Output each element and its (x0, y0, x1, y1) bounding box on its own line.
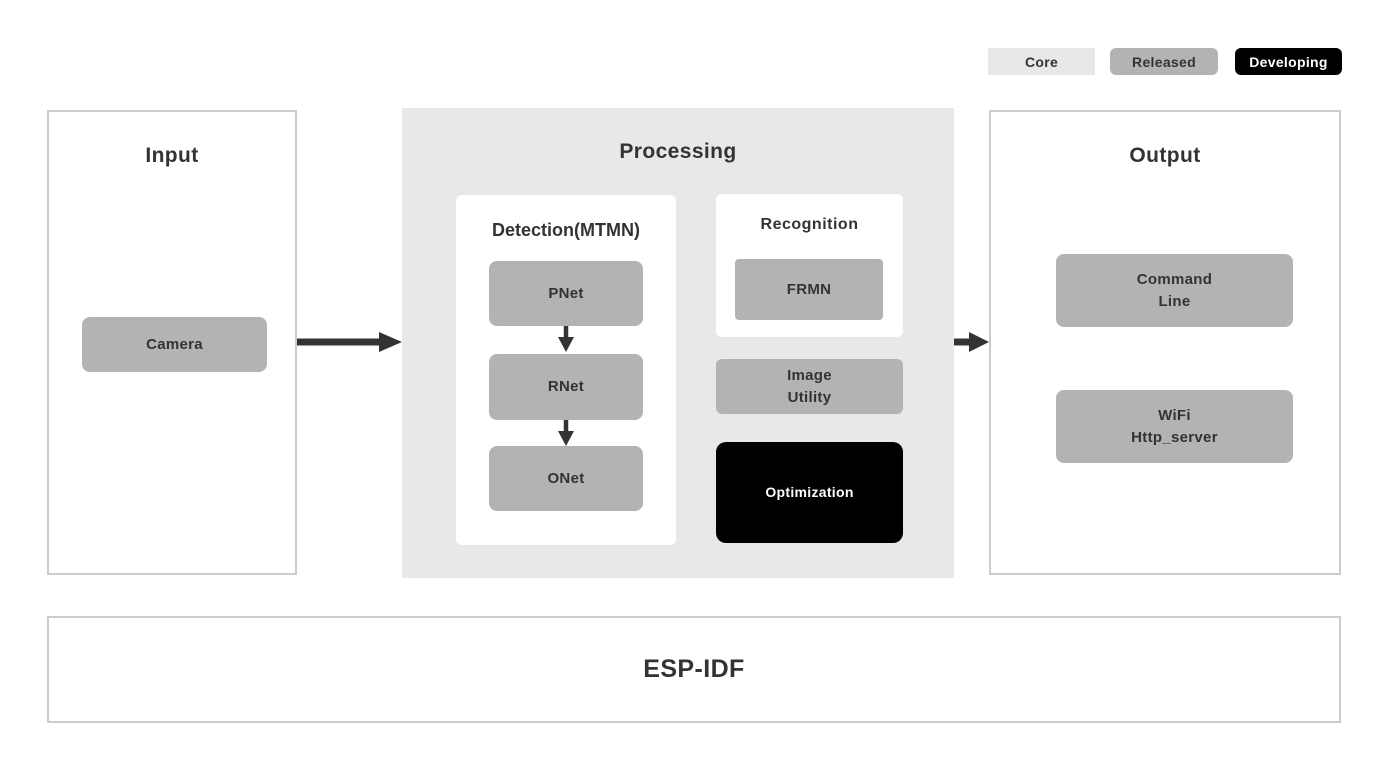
node-command-line: Command Line (1056, 254, 1293, 327)
node-image-utility-label: Image Utility (787, 366, 832, 406)
input-panel: Input Camera (47, 110, 297, 575)
arrow-pnet-to-rnet (558, 326, 574, 352)
node-frmn: FRMN (735, 259, 883, 320)
legend-developing-chip: Developing (1235, 48, 1342, 75)
node-command-line-label: Command Line (1136, 270, 1213, 310)
input-panel-title: Input (145, 144, 199, 167)
esp-idf-panel-title: ESP-IDF (643, 655, 745, 683)
node-pnet-label: PNet (548, 284, 584, 302)
legend-released-chip: Released (1110, 48, 1218, 75)
output-panel: Output Command Line WiFi Http_server (989, 110, 1341, 575)
processing-panel-title: Processing (619, 140, 737, 163)
arrow-input-to-processing (297, 332, 402, 352)
node-camera-label: Camera (146, 335, 203, 353)
detection-group-title: Detection(MTMN) (492, 220, 640, 240)
node-image-utility: Image Utility (716, 359, 903, 414)
node-optimization-label: Optimization (765, 484, 854, 501)
recognition-group: Recognition FRMN (716, 194, 903, 337)
legend-core-chip: Core (988, 48, 1095, 75)
node-optimization: Optimization (716, 442, 903, 543)
processing-panel: Processing Detection(MTMN) PNet RNet ONe… (402, 108, 954, 578)
node-rnet: RNet (489, 354, 643, 420)
arrow-processing-to-output (954, 332, 989, 352)
esp-idf-panel: ESP-IDF (47, 616, 1341, 723)
output-panel-title: Output (1129, 144, 1201, 167)
node-pnet: PNet (489, 261, 643, 326)
arrow-rnet-to-onet (558, 420, 574, 446)
node-wifi-http-server: WiFi Http_server (1056, 390, 1293, 463)
node-rnet-label: RNet (547, 378, 585, 396)
node-frmn-label: FRMN (786, 280, 832, 298)
node-wifi-http-server-label: WiFi Http_server (1131, 406, 1218, 446)
node-onet: ONet (489, 446, 643, 511)
detection-group: Detection(MTMN) PNet RNet ONet (456, 195, 676, 545)
node-onet-label: ONet (547, 469, 585, 487)
recognition-group-title: Recognition (760, 216, 859, 233)
node-camera: Camera (82, 317, 267, 372)
